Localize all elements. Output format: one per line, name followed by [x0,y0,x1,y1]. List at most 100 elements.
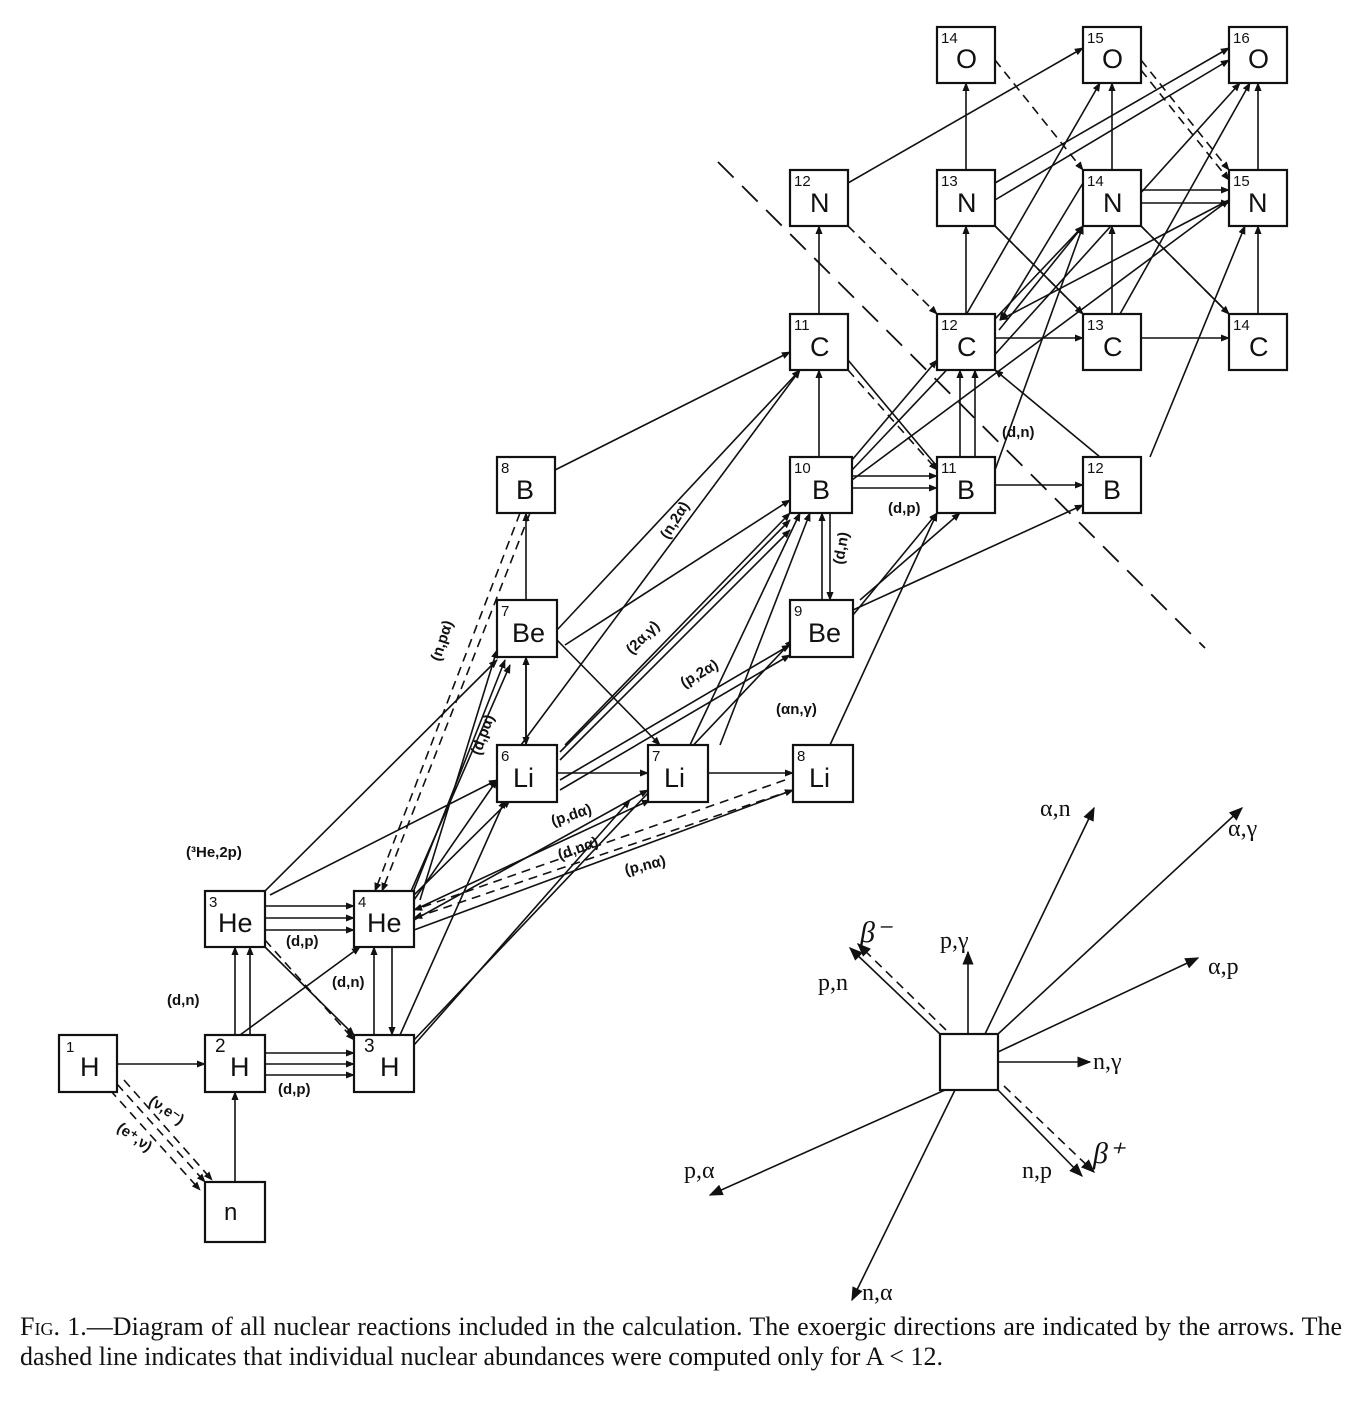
svg-text:C: C [810,332,830,362]
reaction-arrow [847,359,941,471]
svg-text:He: He [218,908,253,938]
svg-text:13: 13 [1087,317,1104,334]
svg-text:12: 12 [1087,460,1104,477]
key-arrow [984,806,1095,1035]
label-2alpha-gamma: (2α,γ) [623,617,663,657]
reaction-arrow-dashed [381,512,531,892]
abundance-cutoff-line [717,161,1206,649]
nuclide-N15: 15 N [1227,168,1289,228]
nuclide-B11: 11 B [935,455,997,515]
reaction-arrow [564,499,791,646]
reaction-arrow [404,664,511,906]
svg-text:N: N [1103,188,1123,218]
svg-text:O: O [956,44,977,74]
reaction-arrow [413,799,631,1046]
reaction-arrow [413,789,794,931]
label-alpha-n-gamma: (αn,γ) [776,701,817,718]
reaction-arrow [998,225,1084,331]
reaction-arrow [852,504,1084,611]
svg-text:n: n [224,1199,237,1226]
reaction-arrow [851,199,1230,481]
nuclide-O15: 15 O [1081,25,1143,85]
reaction-arrow [994,47,1230,184]
reaction-arrow [994,59,1230,201]
key-arrow [848,947,941,1035]
reaction-arrow [852,512,938,616]
nuclide-O16: 16 O [1227,25,1289,85]
reaction-arrow [413,799,511,896]
svg-text:Li: Li [664,763,685,793]
svg-text:C: C [1249,332,1269,362]
label-p-d-alpha: (p,dα) [549,801,594,830]
key-p-gamma: p,γ [940,928,969,954]
reaction-arrow [413,639,794,1041]
svg-text:11: 11 [794,317,810,334]
figure-number: Fig. 1. [20,1312,87,1341]
reaction-arrow-dashed [116,1083,206,1183]
svg-text:10: 10 [794,460,811,477]
label-p-n-alpha: (p,nα) [623,852,668,879]
svg-text:8: 8 [501,460,509,477]
reaction-arrow-dashed [1140,225,1230,315]
reaction-arrow-dashed [413,779,786,911]
reaction-arrow [556,639,661,746]
label-d-p-he: (d,p) [286,933,318,950]
nuclide-C12: 12 C [935,312,997,372]
svg-text:14: 14 [1233,317,1250,334]
label-n-p-alpha: (n,pα) [428,618,457,663]
svg-text:B: B [812,475,830,505]
svg-text:3: 3 [364,1036,375,1057]
svg-text:8: 8 [797,748,805,765]
nuclide-C11: 11 C [788,312,850,372]
reaction-arrow [413,789,649,921]
svg-text:13: 13 [941,173,958,190]
reaction-arrow-dashed [847,369,938,471]
svg-text:O: O [1248,44,1269,74]
nuclide-O14: 14 O [935,25,997,85]
svg-text:B: B [516,475,534,505]
key-arrows [708,806,1244,1302]
svg-text:3: 3 [209,894,217,911]
reaction-arrow [994,369,1101,458]
reaction-arrow [239,946,361,1036]
nuclide-n: n [203,1180,267,1244]
svg-text:Li: Li [809,763,830,793]
label-d-n-h2: (d,n) [167,992,199,1009]
reaction-arrow [999,182,1084,321]
key-arrow [997,1089,1083,1178]
reaction-arrow [1149,225,1246,458]
svg-text:6: 6 [501,748,509,765]
svg-text:Be: Be [512,618,545,648]
svg-text:12: 12 [794,173,811,190]
svg-text:C: C [957,332,977,362]
nuclide-N12: 12 N [788,168,850,228]
svg-text:He: He [367,908,402,938]
label-e-nu: (e⁺,ν) [114,1119,156,1155]
reaction-arrow [999,199,1230,321]
reaction-network-diagram: 14 O 15 O 16 O 12 N 13 N 14 N 15 N 11 C … [57,25,1289,1306]
svg-text:2: 2 [215,1036,226,1057]
svg-text:O: O [1102,44,1123,74]
svg-text:11: 11 [941,460,957,477]
reaction-arrow [559,644,791,781]
svg-text:N: N [810,188,830,218]
svg-text:16: 16 [1233,30,1250,47]
reaction-arrow [264,659,498,892]
direction-key: α,n α,γ β⁻ p,γ p,n α,p n,γ β⁺ n,p p,α n,… [684,796,1258,1306]
key-n-p: n,p [1022,1158,1052,1184]
key-p-n: p,n [818,970,848,996]
reaction-arrow [847,47,1084,184]
label-d-n-c12: (d,n) [1002,424,1034,441]
label-d-n-he: (d,n) [332,974,364,991]
svg-text:7: 7 [501,603,509,620]
label-p-2alpha: (p,2α) [678,656,722,691]
key-beta-minus: β⁻ [859,916,893,949]
key-arrow [997,957,1200,1053]
reaction-arrow [851,359,938,461]
label-d-p-h2: (d,p) [278,1081,310,1098]
key-beta-plus: β⁺ [1092,1137,1126,1170]
svg-text:N: N [957,188,977,218]
nuclide-B8: 8 B [495,455,557,515]
nuclide-B12: 12 B [1081,455,1143,515]
reaction-arrow [719,512,811,746]
